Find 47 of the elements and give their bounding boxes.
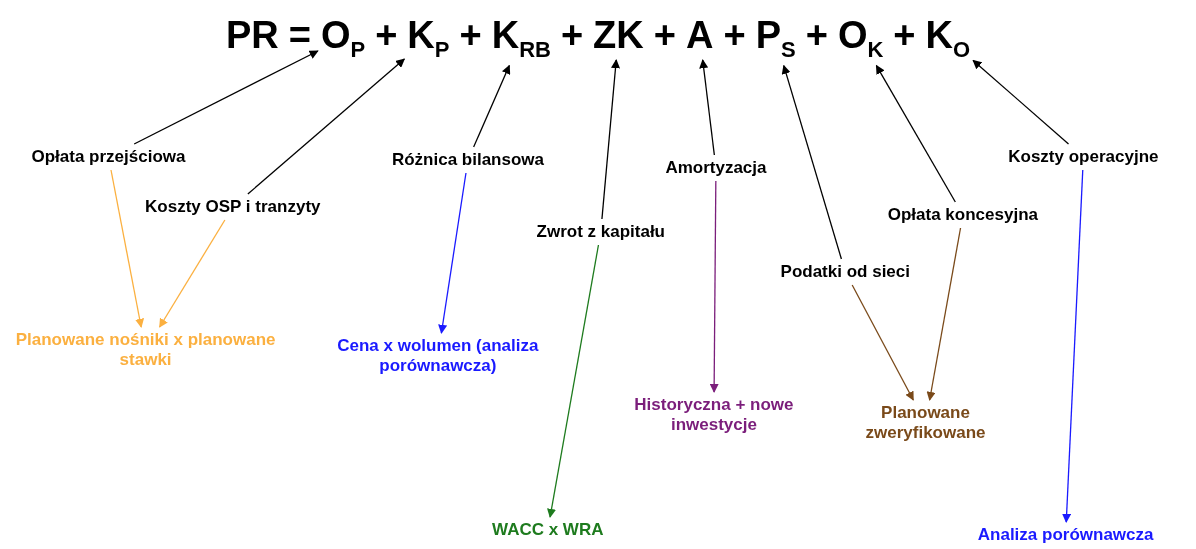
method-label: Analiza porównawcza	[977, 525, 1155, 545]
formula-term: P$_{S}$	[755, 14, 796, 63]
formula-term: A	[685, 14, 714, 57]
method-label: Historyczna + nowe inwestycje	[633, 395, 795, 435]
formula-symbol: PR	[225, 14, 279, 57]
arrow	[110, 169, 145, 328]
component-label: Koszty OSP i tranzyty	[144, 197, 322, 217]
arrow	[601, 59, 621, 220]
formula-symbol: +	[560, 14, 584, 57]
formula-term: K$_{P}$	[407, 14, 450, 63]
component-label: Zwrot z kapitału	[535, 222, 666, 242]
formula-symbol: +	[893, 14, 916, 57]
formula-symbol: +	[723, 14, 746, 57]
formula-symbol: =	[288, 14, 311, 57]
component-label: Różnica bilansowa	[390, 150, 545, 170]
component-label: Opłata przejściowa	[31, 147, 186, 167]
formula-symbol: +	[459, 14, 482, 57]
arrow	[875, 64, 956, 203]
formula-term: K$_{RB}$	[491, 14, 551, 63]
formula-term: O$_{P}$	[320, 14, 366, 63]
arrow	[547, 244, 600, 518]
formula-symbol: +	[805, 14, 828, 57]
arrow	[473, 64, 511, 148]
component-label: Podatki od sieci	[779, 262, 911, 282]
component-label: Opłata koncesyjna	[886, 205, 1039, 225]
arrow	[851, 284, 914, 401]
formula-term: ZK	[593, 14, 644, 57]
arrow	[438, 172, 467, 334]
component-label: Koszty operacyjne	[1007, 147, 1160, 167]
arrow	[699, 59, 715, 156]
formula-symbol: +	[653, 14, 676, 57]
arrow	[133, 50, 319, 145]
arrow	[709, 180, 719, 393]
arrow	[781, 64, 843, 260]
arrow	[159, 219, 226, 328]
component-label: Amortyzacja	[664, 158, 768, 178]
arrow	[972, 59, 1070, 145]
formula-term: K$_{O}$	[925, 14, 971, 63]
method-label: Planowane nośniki x planowane stawki	[15, 330, 277, 370]
formula-symbol: +	[375, 14, 398, 57]
method-label: Cena x wolumen (analiza porównawcza)	[336, 336, 540, 376]
method-label: Planowane zweryfikowane	[865, 403, 986, 443]
method-label: WACC x WRA	[491, 520, 605, 540]
arrow	[1062, 169, 1084, 523]
arrow	[926, 227, 962, 401]
formula-term: O$_{K}$	[837, 14, 884, 63]
arrow	[247, 58, 405, 195]
